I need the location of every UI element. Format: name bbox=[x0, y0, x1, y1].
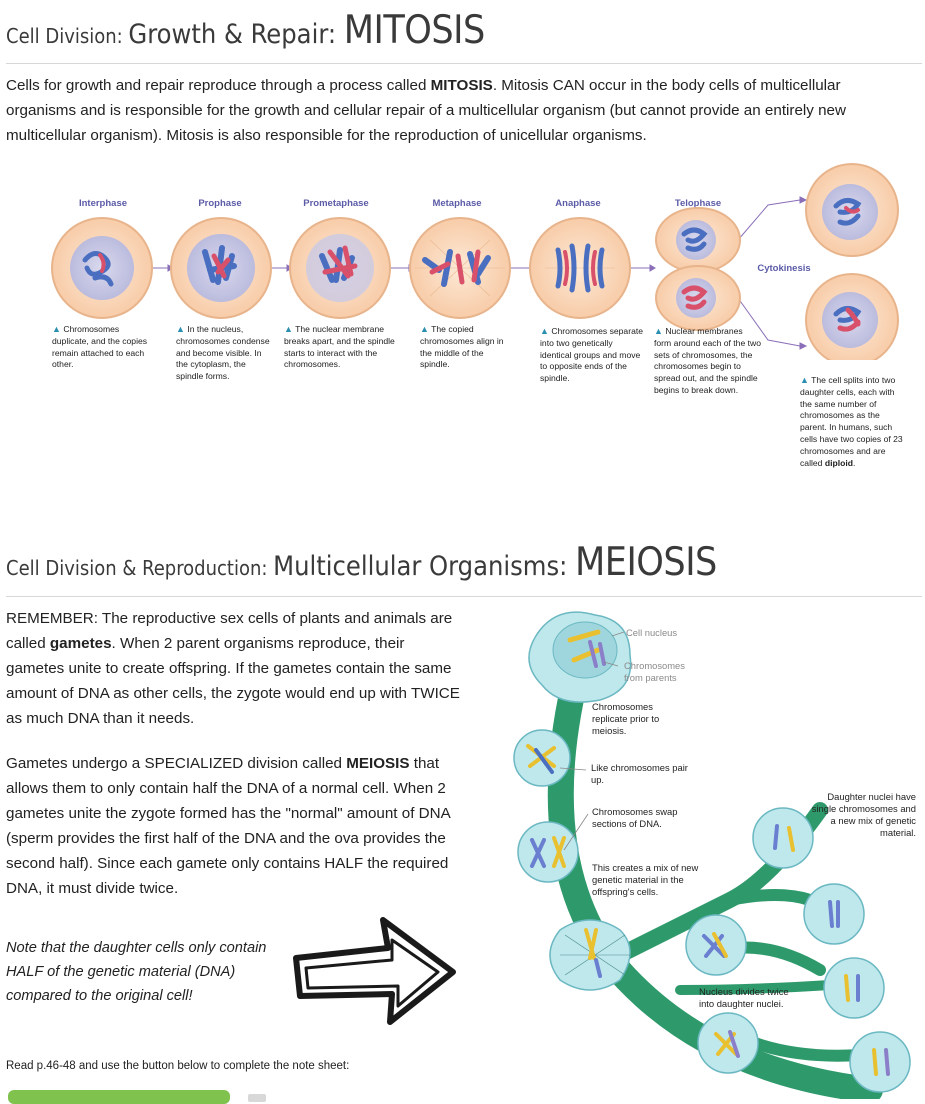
meiosis-heading-small: Cell Division & Reproduction: bbox=[6, 556, 274, 580]
caption-prophase: ▲ In the nucleus, chromosomes condense a… bbox=[176, 324, 272, 383]
stage-title-metaphase: Metaphase bbox=[432, 198, 482, 209]
mitosis-heading-mid: Growth & Repair: bbox=[128, 19, 344, 50]
label-daughter-nuclei: Daughter nuclei have single chromosomes … bbox=[811, 791, 916, 838]
big-arrow-icon bbox=[293, 917, 456, 1025]
meiosis-p1-text-b: . When 2 parent organisms reproduce, the… bbox=[6, 635, 460, 727]
cell-prometaphase bbox=[289, 217, 391, 319]
caption-pointer-icon: ▲ bbox=[284, 324, 293, 334]
caption-metaphase: ▲ The copied chromosomes align in the mi… bbox=[420, 324, 506, 371]
meiosis-p1-bold: gametes bbox=[49, 635, 112, 652]
meiosis-daughter-4 bbox=[849, 1031, 911, 1093]
meiosis-p2-bold: MEIOSIS bbox=[346, 755, 410, 772]
meiosis-divider bbox=[6, 596, 922, 597]
meiosis-heading-mid: Multicellular Organisms: bbox=[273, 551, 576, 582]
caption-prometaphase-text: The nuclear membrane breaks apart, and t… bbox=[284, 324, 395, 370]
meiosis-p2-text-a: Gametes undergo a SPECIALIZED division c… bbox=[6, 755, 347, 772]
caption-pointer-icon: ▲ bbox=[800, 375, 809, 385]
meiosis-paragraph-1: REMEMBER: The reproductive sex cells of … bbox=[6, 606, 461, 731]
caption-pointer-icon: ▲ bbox=[654, 326, 663, 336]
label-mix: This creates a mix of new genetic materi… bbox=[592, 862, 699, 897]
caption-anaphase: ▲ Chromosomes separate into two genetica… bbox=[540, 326, 646, 385]
meiosis-cell-divide-1 bbox=[685, 914, 747, 976]
meiosis-cell-parent bbox=[528, 611, 632, 703]
meiosis-p1-text-a: REMEMBER: The reproductive sex cells of … bbox=[6, 610, 453, 652]
read-instruction: Read p.46-48 and use the button below to… bbox=[6, 1060, 350, 1072]
caption-interphase-text: Chromosomes duplicate, and the copies re… bbox=[52, 324, 148, 370]
mitosis-heading: Cell Division: Growth & Repair: MITOSIS bbox=[6, 8, 485, 53]
stage-title-interphase: Interphase bbox=[78, 198, 128, 209]
mitosis-para-text-1: Cells for growth and repair reproduce th… bbox=[6, 77, 431, 94]
caption-metaphase-text: The copied chromosomes align in the midd… bbox=[420, 324, 504, 370]
caption-telophase: ▲ Nuclear membranes form around each of … bbox=[654, 326, 762, 397]
caption-pointer-icon: ▲ bbox=[540, 326, 549, 336]
meiosis-heading: Cell Division & Reproduction: Multicellu… bbox=[6, 540, 717, 585]
daughter-cell-bottom bbox=[805, 273, 899, 360]
caption-diploid-bold: diploid bbox=[824, 457, 854, 468]
meiosis-daughter-3 bbox=[823, 957, 885, 1019]
daughter-cells-note: Note that the daughter cells only contai… bbox=[6, 940, 267, 1004]
cell-metaphase bbox=[409, 217, 511, 319]
cell-anaphase bbox=[529, 217, 631, 319]
meiosis-daughter-2 bbox=[803, 883, 865, 945]
mitosis-cells-svg bbox=[51, 163, 899, 360]
caption-pointer-icon: ▲ bbox=[176, 324, 185, 334]
button-icon bbox=[248, 1094, 266, 1102]
meiosis-cell-spindle bbox=[549, 919, 631, 991]
caption-daughter-cells: ▲ The cell splits into two daughter cell… bbox=[800, 375, 904, 469]
meiosis-heading-big: MEIOSIS bbox=[575, 540, 717, 585]
mitosis-heading-small: Cell Division: bbox=[6, 24, 129, 48]
label-pair-up: Like chromosomes pair up. bbox=[591, 762, 688, 785]
stage-title-anaphase: Anaphase bbox=[555, 198, 601, 209]
meiosis-cell-swap bbox=[517, 821, 579, 883]
meiosis-diagram-svg bbox=[513, 611, 911, 1099]
label-replicate: Chromosomes replicate prior to meiosis. bbox=[592, 701, 660, 736]
caption-prometaphase: ▲ The nuclear membrane breaks apart, and… bbox=[284, 324, 402, 371]
caption-anaphase-text: Chromosomes separate into two geneticall… bbox=[540, 326, 644, 384]
stage-title-telophase: Telophase bbox=[674, 198, 722, 209]
label-chromosomes-from-parents: Chromosomes from parents bbox=[624, 660, 685, 683]
note-sheet-button[interactable] bbox=[8, 1090, 230, 1104]
caption-prophase-text: In the nucleus, chromosomes condense and… bbox=[176, 324, 270, 382]
caption-telophase-text: Nuclear membranes form around each of th… bbox=[654, 326, 762, 395]
label-divides-twice: Nucleus divides twice into daughter nucl… bbox=[699, 986, 789, 1009]
daughter-cell-top bbox=[805, 163, 899, 257]
cell-interphase bbox=[51, 217, 153, 319]
meiosis-paragraph-2: Gametes undergo a SPECIALIZED division c… bbox=[6, 751, 478, 901]
cell-telophase bbox=[655, 207, 741, 331]
label-swap: Chromosomes swap sections of DNA. bbox=[592, 806, 678, 829]
caption-pointer-icon: ▲ bbox=[420, 324, 429, 334]
stage-title-prophase: Prophase bbox=[198, 198, 242, 209]
mitosis-paragraph: Cells for growth and repair reproduce th… bbox=[6, 73, 911, 148]
stage-title-prometaphase: Prometaphase bbox=[303, 198, 369, 209]
meiosis-cell-replicate bbox=[513, 729, 571, 787]
meiosis-daughter-1 bbox=[752, 807, 814, 869]
mitosis-divider bbox=[6, 63, 922, 64]
caption-pointer-icon: ▲ bbox=[52, 324, 61, 334]
caption-interphase: ▲ Chromosomes duplicate, and the copies … bbox=[52, 324, 152, 371]
caption-daughter-end: . bbox=[853, 457, 856, 468]
meiosis-p2-text-b: that allows them to only contain half th… bbox=[6, 755, 450, 897]
mitosis-para-bold: MITOSIS bbox=[430, 77, 493, 94]
caption-daughter-text: The cell splits into two daughter cells,… bbox=[800, 375, 903, 468]
cytokinesis-label: Cytokinesis bbox=[757, 263, 811, 274]
mitosis-heading-big: MITOSIS bbox=[343, 8, 486, 53]
meiosis-cell-divide-2 bbox=[697, 1012, 759, 1074]
mitosis-para-text-2: . Mitosis CAN occur in the body cells of… bbox=[6, 77, 846, 144]
cell-prophase bbox=[170, 217, 272, 319]
label-cell-nucleus: Cell nucleus bbox=[626, 627, 678, 638]
